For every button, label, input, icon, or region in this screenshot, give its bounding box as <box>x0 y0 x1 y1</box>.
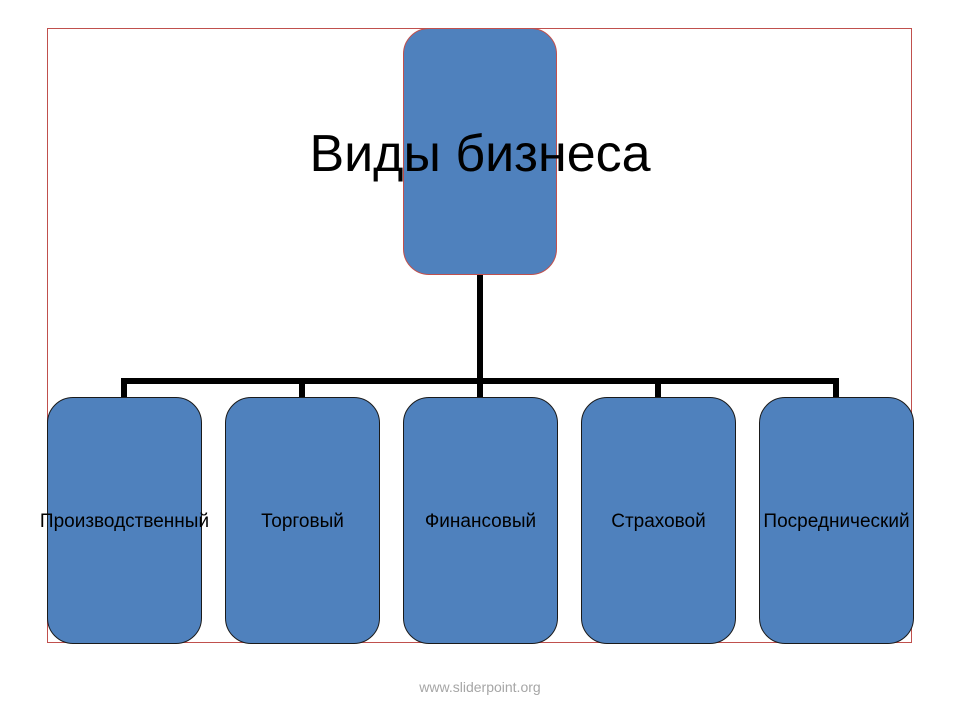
child-connector <box>833 378 839 398</box>
child-connector <box>121 378 127 398</box>
child-connector <box>477 378 483 398</box>
child-node <box>581 397 736 644</box>
child-label: Финансовый <box>424 511 537 532</box>
child-node <box>759 397 914 644</box>
child-node <box>47 397 202 644</box>
footer-watermark: www.sliderpoint.org <box>419 679 541 695</box>
diagram-title: Виды бизнеса <box>309 125 651 183</box>
child-label: Торговый <box>261 511 344 532</box>
child-node <box>403 397 558 644</box>
child-label: Посреднический <box>763 511 910 532</box>
child-label: Страховой <box>611 511 706 532</box>
child-node <box>225 397 380 644</box>
child-connector <box>299 378 305 398</box>
root-node <box>403 28 557 275</box>
child-connector <box>655 378 661 398</box>
child-label: Производственный <box>39 511 210 532</box>
root-connector <box>477 275 483 383</box>
